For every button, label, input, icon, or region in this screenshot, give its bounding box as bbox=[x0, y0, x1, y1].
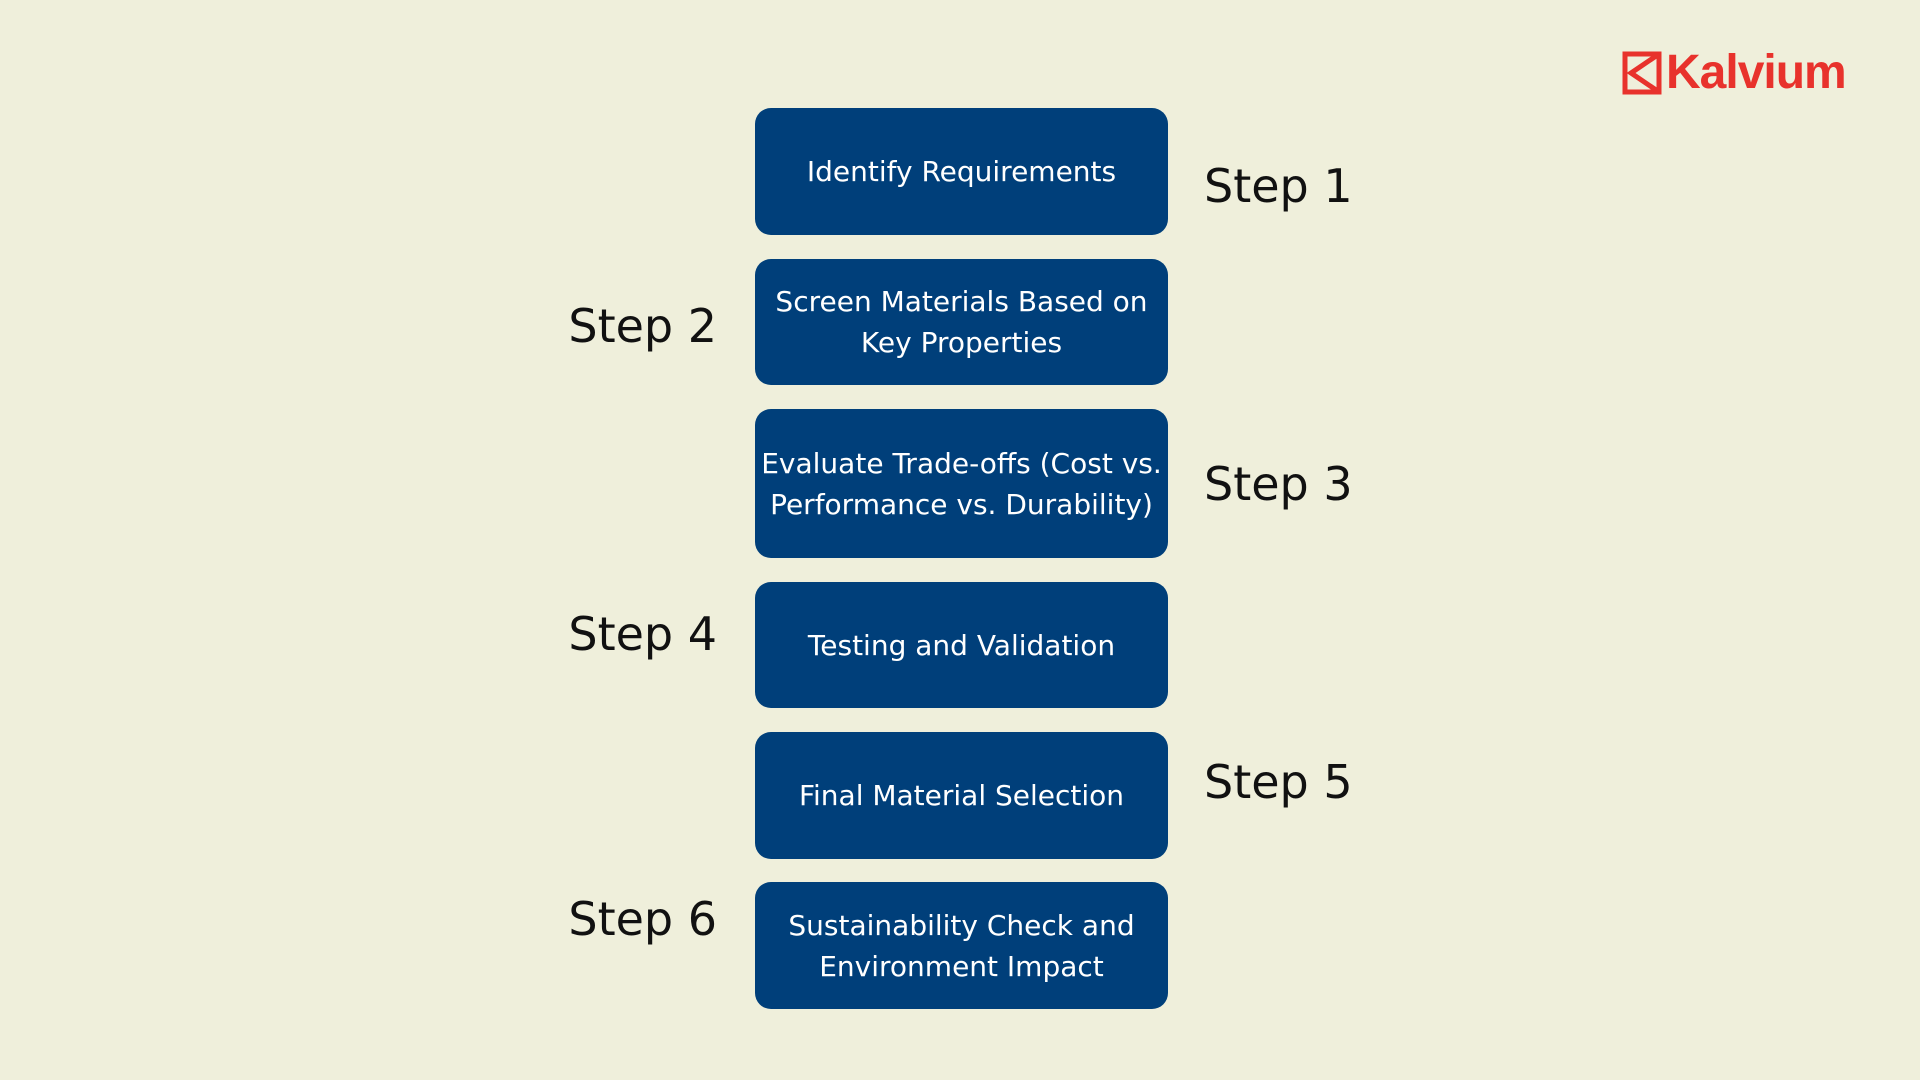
step-1-box: Identify Requirements bbox=[755, 108, 1168, 235]
step-1-label: Step 1 bbox=[1204, 159, 1353, 213]
step-5-label: Step 5 bbox=[1204, 755, 1353, 809]
step-2-label: Step 2 bbox=[568, 299, 717, 353]
step-3-box: Evaluate Trade-offs (Cost vs. Performanc… bbox=[755, 409, 1168, 558]
step-6-label: Step 6 bbox=[568, 892, 717, 946]
kalvium-logo: Kalvium bbox=[1622, 46, 1847, 99]
step-4-box: Testing and Validation bbox=[755, 582, 1168, 708]
step-5-box: Final Material Selection bbox=[755, 732, 1168, 859]
step-6-box: Sustainability Check and Environment Imp… bbox=[755, 882, 1168, 1009]
step-2-box: Screen Materials Based on Key Properties bbox=[755, 259, 1168, 385]
step-4-label: Step 4 bbox=[568, 607, 717, 661]
kalvium-logo-icon bbox=[1622, 51, 1662, 95]
step-3-label: Step 3 bbox=[1204, 457, 1353, 511]
brand-name: Kalvium bbox=[1666, 46, 1847, 99]
